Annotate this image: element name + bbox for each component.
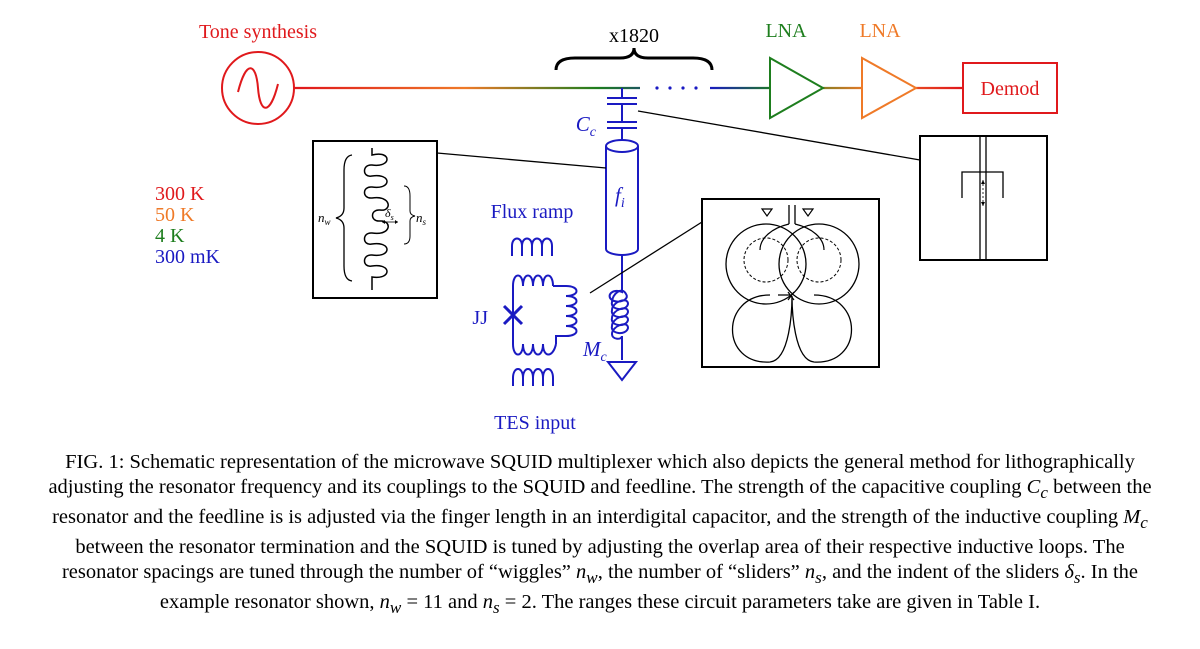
jj-label: JJ [472,307,488,329]
lna-label-50k: LNA [859,20,901,42]
squid-loop [512,274,578,386]
flux-ramp-label: Flux ramp [491,201,574,223]
feedline-ellipsis [655,86,698,90]
caption-ex-nw-sub: w [389,598,402,618]
temperature-legend: 300 K 50 K 4 K 300 mK [155,183,221,268]
caption-part4: , the number of “sliders” [597,561,805,584]
repeat-count-label: x1820 [609,25,659,47]
ground-symbol [605,361,639,382]
caption-ex-nw: n [379,591,390,614]
figure-caption: FIG. 1: Schematic representation of the … [40,450,1160,620]
wiggle-inset: nw δs ns [312,140,607,299]
demod-label: Demod [981,78,1040,100]
caption-cc-sub: c [1040,483,1048,503]
coupling-capacitor [607,88,637,140]
caption-nw: n [576,561,587,584]
tone-synthesis-label: Tone synthesis [199,21,317,43]
temp-300mk: 300 mK [155,246,221,268]
schematic-figure: Tone synthesis x1820 LNA LNA Demod Cc [155,20,1058,434]
ns-label: ns [416,210,427,227]
caption-part3: between the resonator termination and th… [61,536,1125,584]
repeat-brace [554,47,714,71]
caption-prefix: FIG. 1: Schematic representation of the … [48,451,1135,498]
temp-300k: 300 K [155,183,205,205]
temp-4k: 4 K [155,225,185,247]
caption-cc: C [1026,476,1041,498]
termination-inductor [608,276,630,360]
delta-s-label: δs [385,206,394,222]
caption-delta: δ [1064,561,1074,584]
caption-mc: M [1123,506,1141,529]
caption-ex-ns: n [482,591,493,614]
signal-source-icon [221,51,295,125]
mc-label: Mc [582,337,608,365]
capacitor-inset [637,110,1048,261]
josephson-junction-icon [502,304,524,326]
caption-ns: n [804,561,816,584]
cc-label: Cc [576,112,597,140]
lna-label-4k: LNA [765,20,807,42]
temp-50k: 50 K [155,204,195,226]
caption-delta-sub: s [1073,568,1081,588]
caption-nw-sub: w [586,568,598,588]
caption-ex-ns-val: = 2. The ranges these circuit parameters… [499,591,1041,614]
caption-part2: between the resonator and the feedline i… [52,476,1152,529]
resonator-cylinder [605,139,639,276]
lna-amplifier-50k [861,56,919,120]
squid-inset [589,198,880,368]
nw-label: nw [318,210,331,227]
lna-amplifier-4k [769,56,826,120]
demod-box [962,62,1058,114]
caption-mc-sub: c [1140,513,1148,533]
caption-ex-ns-sub: s [492,598,500,618]
fi-label: fi [615,183,625,211]
flux-ramp-coil [511,237,553,256]
caption-part5: , and the indent of the sliders [821,561,1065,584]
caption-ns-sub: s [815,568,822,588]
caption-ex-nw-val: = 11 and [401,591,483,614]
caption-part6: . In the example resonator shown, [159,561,1139,614]
tes-input-label: TES input [494,412,576,434]
